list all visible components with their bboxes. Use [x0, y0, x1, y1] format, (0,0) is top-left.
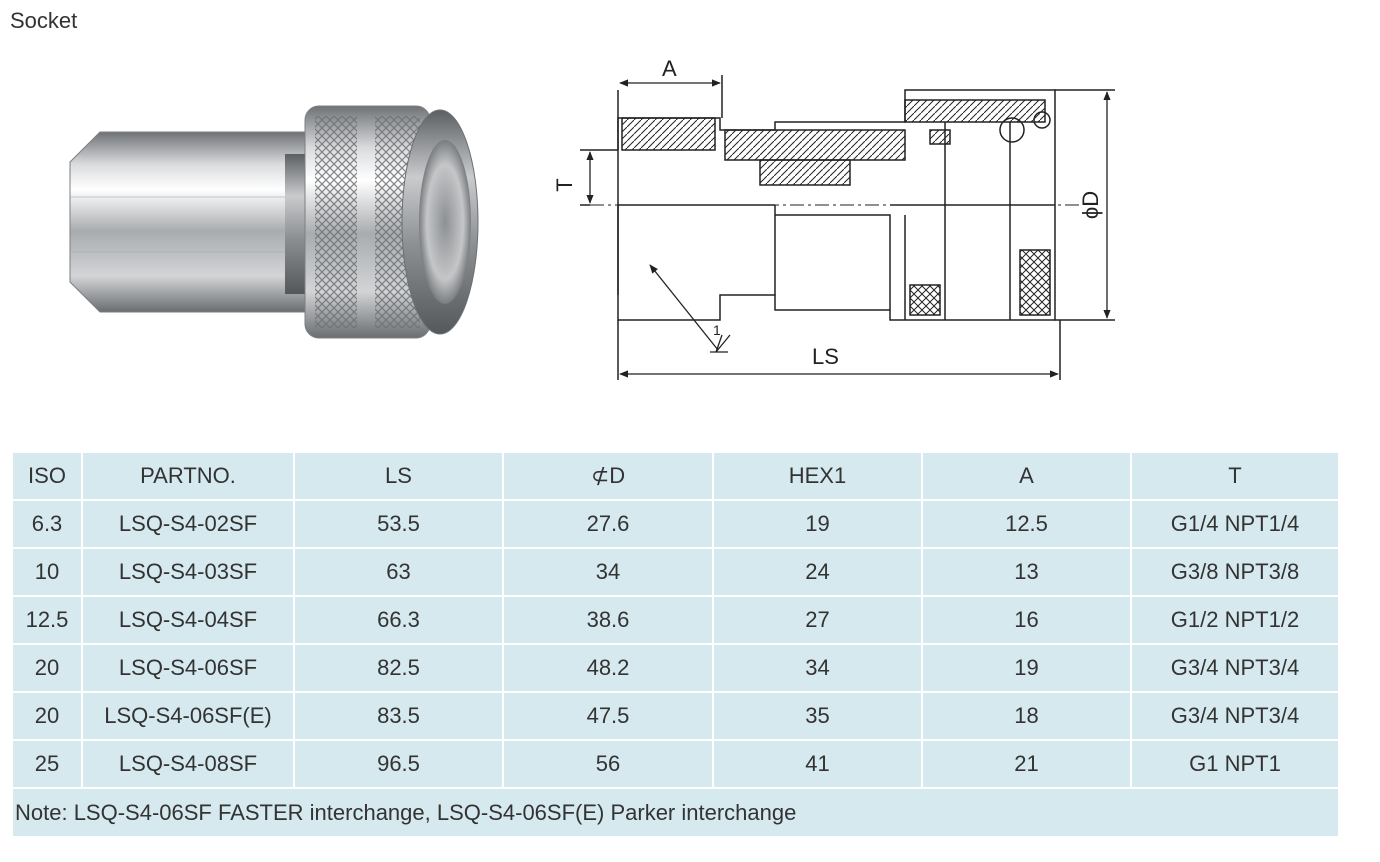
cell-iso: 20	[11, 691, 83, 741]
header-t: T	[1130, 451, 1340, 501]
cell-hex1: 27	[712, 595, 923, 645]
cell-iso: 12.5	[11, 595, 83, 645]
table-row: 6.3 LSQ-S4-02SF 53.5 27.6 19 12.5 G1/4 N…	[11, 499, 1340, 549]
cell-t: G1/4 NPT1/4	[1130, 499, 1340, 549]
header-partno: PARTNO.	[81, 451, 295, 501]
table-row: 10 LSQ-S4-03SF 63 34 24 13 G3/8 NPT3/8	[11, 547, 1340, 597]
header-hex1: HEX1	[712, 451, 923, 501]
cell-t: G1/2 NPT1/2	[1130, 595, 1340, 645]
cell-hex1: 41	[712, 739, 923, 789]
cell-diameter: 27.6	[502, 499, 714, 549]
product-photo	[69, 105, 479, 339]
cell-a: 16	[921, 595, 1132, 645]
cell-partno: LSQ-S4-06SF	[81, 643, 295, 693]
page-title: Socket	[10, 8, 78, 33]
table-note: Note: LSQ-S4-06SF FASTER interchange, LS…	[11, 787, 1340, 838]
cell-diameter: 47.5	[502, 691, 714, 741]
cell-ls: 66.3	[293, 595, 504, 645]
cell-t: G3/8 NPT3/8	[1130, 547, 1340, 597]
cell-partno: LSQ-S4-06SF(E)	[81, 691, 295, 741]
cell-iso: 10	[11, 547, 83, 597]
table-row: 20 LSQ-S4-06SF 82.5 48.2 34 19 G3/4 NPT3…	[11, 643, 1340, 693]
spec-table: ISO PARTNO. LS ⊄D HEX1 A T 6.3 LSQ-S4-02…	[11, 451, 1340, 838]
cell-a: 19	[921, 643, 1132, 693]
cell-ls: 96.5	[293, 739, 504, 789]
dim-label-ls: LS	[812, 344, 839, 369]
table-note-row: Note: LSQ-S4-06SF FASTER interchange, LS…	[11, 787, 1340, 838]
cell-ls: 53.5	[293, 499, 504, 549]
thread-mark-label: 1	[713, 322, 721, 338]
cell-iso: 20	[11, 643, 83, 693]
cell-t: G3/4 NPT3/4	[1130, 643, 1340, 693]
dim-label-d: ϕD	[1078, 191, 1103, 219]
table-row: 25 LSQ-S4-08SF 96.5 56 41 21 G1 NPT1	[11, 739, 1340, 789]
cell-ls: 82.5	[293, 643, 504, 693]
cell-partno: LSQ-S4-08SF	[81, 739, 295, 789]
cell-partno: LSQ-S4-03SF	[81, 547, 295, 597]
cell-a: 12.5	[921, 499, 1132, 549]
dimension-drawing: A LS T ϕD 1	[552, 56, 1115, 380]
cell-hex1: 34	[712, 643, 923, 693]
cell-hex1: 35	[712, 691, 923, 741]
cell-hex1: 19	[712, 499, 923, 549]
cell-ls: 83.5	[293, 691, 504, 741]
cell-diameter: 56	[502, 739, 714, 789]
cell-iso: 25	[11, 739, 83, 789]
cell-diameter: 48.2	[502, 643, 714, 693]
cell-ls: 63	[293, 547, 504, 597]
cell-t: G1 NPT1	[1130, 739, 1340, 789]
header-iso: ISO	[11, 451, 83, 501]
cell-hex1: 24	[712, 547, 923, 597]
header-ls: LS	[293, 451, 504, 501]
cell-t: G3/4 NPT3/4	[1130, 691, 1340, 741]
header-diameter: ⊄D	[502, 451, 714, 501]
table-header-row: ISO PARTNO. LS ⊄D HEX1 A T	[11, 451, 1340, 501]
table-row: 12.5 LSQ-S4-04SF 66.3 38.6 27 16 G1/2 NP…	[11, 595, 1340, 645]
cell-diameter: 38.6	[502, 595, 714, 645]
header-a: A	[921, 451, 1132, 501]
cell-diameter: 34	[502, 547, 714, 597]
cell-a: 21	[921, 739, 1132, 789]
dim-label-t: T	[552, 178, 577, 191]
dim-label-a: A	[662, 56, 677, 81]
table-row: 20 LSQ-S4-06SF(E) 83.5 47.5 35 18 G3/4 N…	[11, 691, 1340, 741]
cell-partno: LSQ-S4-04SF	[81, 595, 295, 645]
cell-iso: 6.3	[11, 499, 83, 549]
cell-a: 13	[921, 547, 1132, 597]
cell-a: 18	[921, 691, 1132, 741]
cell-partno: LSQ-S4-02SF	[81, 499, 295, 549]
